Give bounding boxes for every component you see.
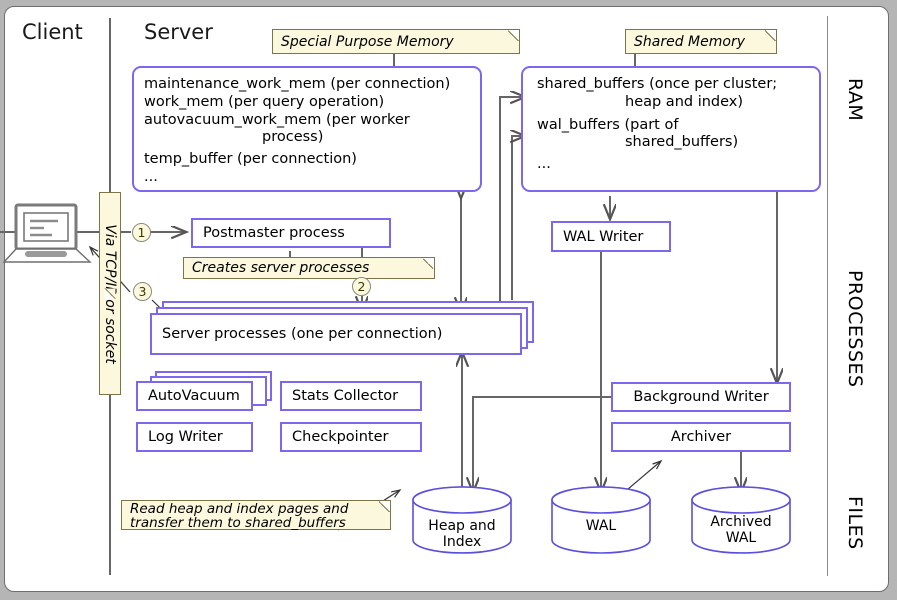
band-divider <box>827 16 828 576</box>
sm-line-4: shared_buffers) <box>625 134 739 151</box>
sm-line-3: wal_buffers (part of <box>537 116 679 133</box>
band-label-ram: RAM <box>844 78 866 122</box>
server-processes-to-shared-buffers <box>499 97 525 312</box>
step-badge-2: 2 <box>352 277 371 296</box>
cylinder-heap-line1: Heap and <box>428 518 495 534</box>
note-fold-icon <box>104 288 116 299</box>
note-shared-memory-label: Shared Memory <box>634 33 745 50</box>
archiver-box: Archiver <box>611 422 791 452</box>
spm-line-5: temp_buffer (per connection) <box>144 151 357 168</box>
note-fold-icon <box>423 258 434 269</box>
note-shared-memory: Shared Memory <box>625 29 777 54</box>
spm-line-6: ... <box>144 169 158 186</box>
cylinder-archived-line1: Archived <box>710 514 771 530</box>
log-writer-box: Log Writer <box>136 422 253 452</box>
shared-memory-box: shared_buffers (once per cluster; heap a… <box>521 66 821 192</box>
sm-line-2: heap and index) <box>625 93 744 110</box>
postmaster-process-box: Postmaster process <box>191 218 391 248</box>
step-badge-1: 1 <box>132 223 151 242</box>
checkpointer-box: Checkpointer <box>280 422 422 452</box>
spm-line-3: autovacuum_work_mem (per worker <box>144 111 410 128</box>
note-fold-icon <box>765 30 776 41</box>
cylinder-heap-index: Heap and Index <box>412 486 512 554</box>
note-read-heap-line2: transfer them to shared_buffers <box>130 515 346 532</box>
note-read-heap-and-index: Read heap and index pages and transfer t… <box>121 500 391 530</box>
cylinder-archived-wal: Archived WAL <box>691 486 791 554</box>
laptop-icon <box>2 203 92 263</box>
sm-line-1: shared_buffers (once per cluster; <box>537 76 778 92</box>
autovacuum-box: AutoVacuum <box>136 381 253 411</box>
background-writer-to-heap <box>473 396 611 492</box>
heading-server: Server <box>144 20 213 44</box>
note-creates-server-processes-label: Creates server processes <box>192 260 370 276</box>
spm-line-2: work_mem (per query operation) <box>144 93 385 110</box>
server-processes-to-wal-buffers <box>512 136 525 300</box>
wal-writer-box: WAL Writer <box>551 221 671 252</box>
spm-line-1: maintenance_work_mem (per connection) <box>144 76 451 92</box>
server-processes-box: Server processes (one per connection) <box>150 313 522 355</box>
note-via-tcpip-or-socket: Via TCP/IP or socket <box>99 192 121 395</box>
note-read-heap-line1: Read heap and index pages and <box>130 501 349 517</box>
band-label-files: FILES <box>844 496 866 550</box>
note-special-purpose-memory-label: Special Purpose Memory <box>281 33 454 50</box>
file-cylinders: Heap and Index WAL Archived WAL <box>412 486 791 554</box>
cylinder-archived-line2: WAL <box>726 530 757 546</box>
note-fold-icon <box>379 501 390 512</box>
spm-line-4: process) <box>262 129 324 146</box>
cylinder-heap-line2: Index <box>443 534 482 550</box>
cylinder-wal: WAL <box>551 486 651 554</box>
step-badge-3: 3 <box>133 282 152 301</box>
band-label-processes: PROCESSES <box>844 270 866 388</box>
note-special-purpose-memory: Special Purpose Memory <box>272 29 520 54</box>
background-writer-box: Background Writer <box>611 382 791 412</box>
note-creates-server-processes: Creates server processes <box>183 257 435 279</box>
heading-client: Client <box>22 20 83 44</box>
stats-collector-box: Stats Collector <box>280 381 422 411</box>
special-purpose-memory-box: maintenance_work_mem (per connection) wo… <box>132 66 482 192</box>
cylinder-wal-line1: WAL <box>586 518 617 534</box>
sm-line-5: ... <box>537 156 551 173</box>
note-fold-icon <box>508 30 519 41</box>
